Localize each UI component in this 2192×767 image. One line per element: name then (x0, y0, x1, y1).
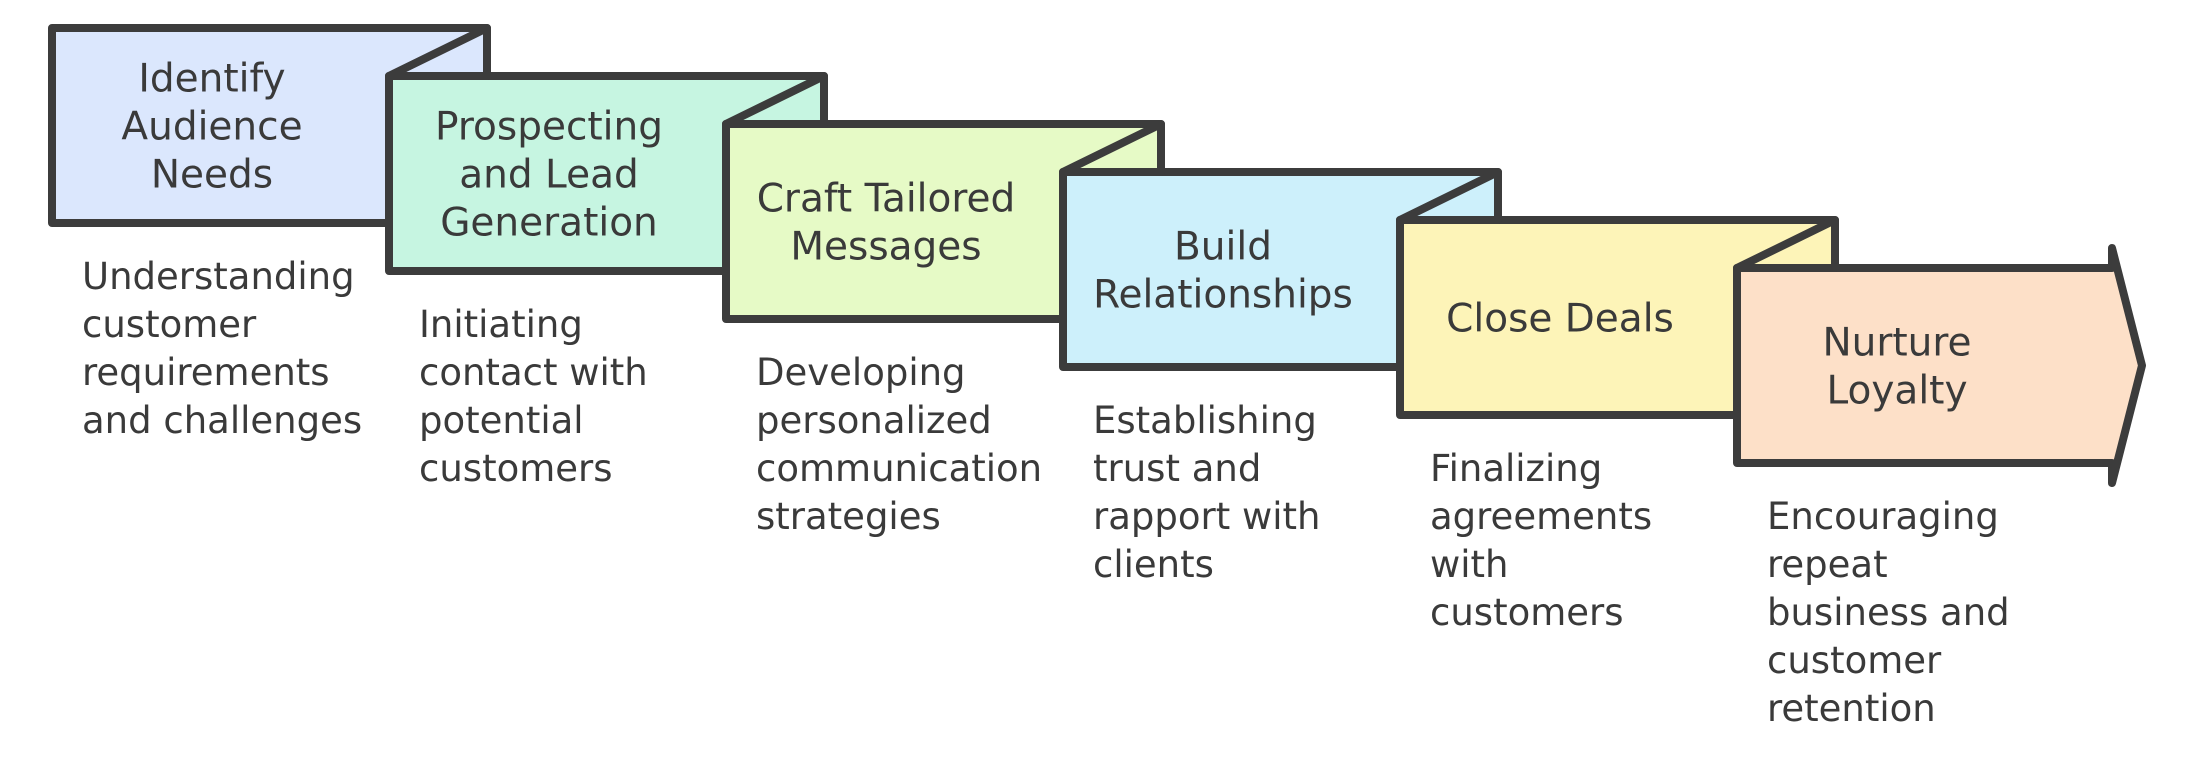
step-fold-flap (1733, 216, 1839, 272)
step-title-line: Build (1174, 225, 1272, 270)
step-description-line: customer (82, 303, 257, 346)
step-description-line: with (1430, 543, 1509, 586)
step-title-line: Prospecting (435, 105, 663, 150)
step-title-line: Relationships (1093, 273, 1353, 318)
step-description-line: Understanding (82, 255, 355, 298)
step-description-line: potential (419, 399, 584, 442)
step-description-line: contact with (419, 351, 648, 394)
step-description-line: and challenges (82, 399, 362, 442)
step-fold-flap (1059, 120, 1165, 176)
step-description-line: Finalizing (1430, 447, 1602, 490)
step-description-line: Establishing (1093, 399, 1317, 442)
step-description-line: customer (1767, 639, 1942, 682)
step-description-line: personalized (756, 399, 992, 442)
step-description-line: trust and (1093, 447, 1261, 490)
step-description-line: repeat (1767, 543, 1888, 586)
step-fold-flap (385, 24, 491, 80)
step-title-line: Identify (138, 57, 285, 102)
step-description-line: retention (1767, 687, 1936, 730)
step-description-line: strategies (756, 495, 941, 538)
step-title-line: Nurture (1822, 321, 1971, 366)
step-title-line: Generation (440, 201, 658, 246)
step-description-line: communication (756, 447, 1042, 490)
step-title-line: and Lead (459, 153, 638, 198)
step-description-line: requirements (82, 351, 330, 394)
step-fold-flap (722, 72, 828, 128)
step-description-line: customers (1430, 591, 1624, 634)
step-description-line: Developing (756, 351, 966, 394)
step-title-line: Messages (790, 225, 981, 270)
step-description-line: customers (419, 447, 613, 490)
step-fold-flap (1396, 168, 1502, 224)
step-description-line: clients (1093, 543, 1214, 586)
step-description-line: rapport with (1093, 495, 1320, 538)
step-description-line: Encouraging (1767, 495, 1999, 538)
step-description-line: agreements (1430, 495, 1652, 538)
step-box (1733, 244, 2146, 487)
step-title-line: Audience (121, 105, 302, 150)
step-title-line: Craft Tailored (757, 177, 1016, 222)
step-title-line: Close Deals (1446, 297, 1674, 342)
step-description-line: business and (1767, 591, 2010, 634)
step-title-line: Loyalty (1826, 369, 1967, 414)
step-description-line: Initiating (419, 303, 583, 346)
step-title-line: Needs (151, 153, 273, 198)
